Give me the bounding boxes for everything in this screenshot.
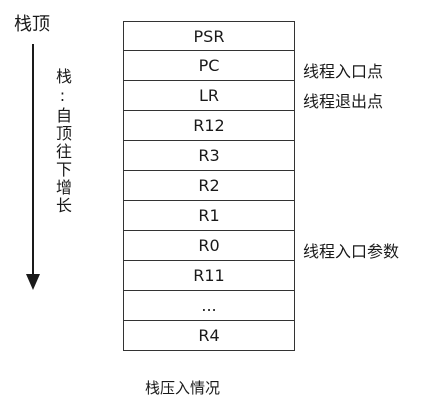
stack-cell-pc: PC	[123, 51, 295, 81]
r0-annotation: 线程入口参数	[303, 242, 400, 261]
diagram-caption: 栈压入情况	[145, 379, 221, 397]
pc-annotation: 线程入口点	[303, 62, 384, 81]
lr-annotation: 线程退出点	[303, 92, 384, 111]
stack-cell-r4: R4	[123, 321, 295, 351]
stack-cell-ellipsis: ...	[123, 291, 295, 321]
stack-cell-psr: PSR	[123, 21, 295, 51]
stack-frame: PSR PC LR R12 R3 R2 R1 R0 R11 ... R4	[123, 21, 295, 351]
stack-top-label: 栈顶	[14, 14, 50, 35]
stack-cell-r3: R3	[123, 141, 295, 171]
stack-cell-r0: R0	[123, 231, 295, 261]
stack-cell-r11: R11	[123, 261, 295, 291]
stack-cell-r1: R1	[123, 201, 295, 231]
down-arrow-icon	[26, 44, 40, 290]
stack-cell-r2: R2	[123, 171, 295, 201]
growth-arrow	[22, 44, 44, 292]
stack-cell-lr: LR	[123, 81, 295, 111]
growth-direction-label: 栈:自顶往下增长	[53, 68, 72, 215]
stack-cell-r12: R12	[123, 111, 295, 141]
